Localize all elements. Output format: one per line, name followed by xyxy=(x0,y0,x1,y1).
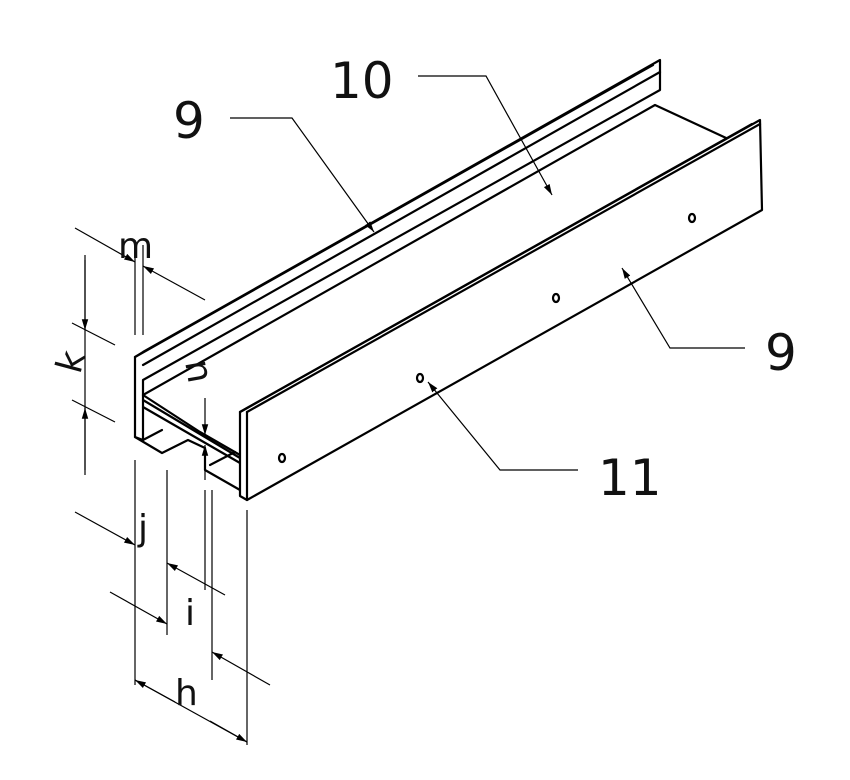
dim-m: m xyxy=(118,226,153,267)
hole xyxy=(551,292,561,304)
reference-leaders: 9 10 9 11 xyxy=(173,52,797,507)
dimensions: m k n j i h xyxy=(49,226,271,745)
dim-j: j xyxy=(137,508,148,549)
floor xyxy=(141,103,754,457)
dim-h: h xyxy=(175,673,198,714)
label-left-wall: 9 xyxy=(173,92,205,150)
hole xyxy=(415,372,425,384)
label-right-wall: 9 xyxy=(765,324,797,382)
hole xyxy=(687,212,697,224)
hole xyxy=(277,452,287,464)
dim-i: i xyxy=(185,593,195,634)
label-floor: 10 xyxy=(330,52,394,110)
channel-body xyxy=(133,58,764,502)
dim-k: k xyxy=(49,346,94,377)
label-hole: 11 xyxy=(598,449,662,507)
bottom-profile xyxy=(133,435,242,492)
